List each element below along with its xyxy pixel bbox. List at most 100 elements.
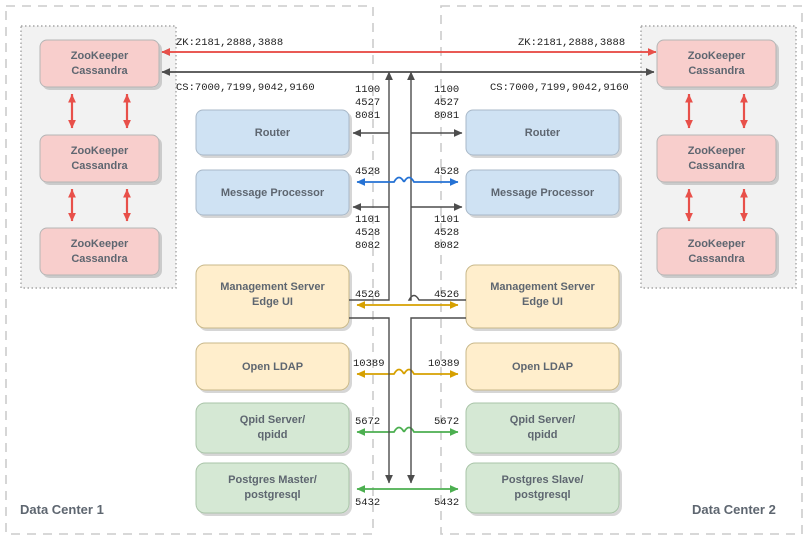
node-mp2-box bbox=[465, 169, 620, 216]
port-router-right-3: 8081 bbox=[434, 110, 459, 122]
node-zk1-1-label-2: Cassandra bbox=[71, 65, 128, 77]
node-qpid2[interactable]: Qpid Server/ qpidd bbox=[465, 402, 620, 454]
port-pg-left: 5432 bbox=[355, 497, 380, 509]
port-mp-br-2: 4528 bbox=[434, 227, 459, 239]
edges-zk-dc1-internal bbox=[68, 94, 131, 222]
port-mp-br-1: 1101 bbox=[434, 214, 459, 226]
port-label-cs-left: CS:7000,7199,9042,9160 bbox=[176, 82, 315, 94]
node-zk1-3-label-2: Cassandra bbox=[71, 253, 128, 265]
node-ldap2-label: Open LDAP bbox=[512, 361, 573, 373]
node-pg2-box bbox=[465, 462, 620, 514]
node-ms1-label-2: Edge UI bbox=[252, 296, 293, 308]
port-mp-bl-1: 1101 bbox=[355, 214, 380, 226]
port-labels-mp-bottom-left: 1101 4528 8082 bbox=[355, 214, 380, 252]
node-zk2-2-label-1: ZooKeeper bbox=[688, 145, 746, 157]
node-qpid1[interactable]: Qpid Server/ qpidd bbox=[195, 402, 350, 454]
node-zk2-1-label-2: Cassandra bbox=[688, 65, 745, 77]
node-ldap1[interactable]: Open LDAP bbox=[195, 342, 350, 391]
node-qpid1-label-2: qpidd bbox=[258, 429, 288, 441]
node-zk1-1[interactable]: ZooKeeper Cassandra bbox=[39, 39, 160, 88]
edges-qpid-5672 bbox=[356, 426, 459, 436]
edges-management-bus bbox=[349, 71, 466, 301]
port-labels-mp-bottom-right: 1101 4528 8082 bbox=[434, 214, 459, 252]
edges-zk-dc2-internal bbox=[685, 94, 748, 222]
node-pg1-label-1: Postgres Master/ bbox=[228, 474, 317, 486]
node-zk1-1-box bbox=[39, 39, 160, 88]
node-router2[interactable]: Router bbox=[465, 109, 620, 156]
node-zk2-3-label-1: ZooKeeper bbox=[688, 238, 746, 250]
edges-message-processor-4528 bbox=[356, 176, 459, 186]
node-ms2-box bbox=[465, 264, 620, 329]
port-router-left-2: 4527 bbox=[355, 97, 380, 109]
node-zk2-3-label-2: Cassandra bbox=[688, 253, 745, 265]
node-ms2-label-1: Management Server bbox=[490, 281, 595, 293]
node-qpid2-label-2: qpidd bbox=[528, 429, 558, 441]
node-ldap2[interactable]: Open LDAP bbox=[465, 342, 620, 391]
node-zk2-1-label-1: ZooKeeper bbox=[688, 50, 746, 62]
port-ms-right: 4526 bbox=[434, 289, 459, 301]
node-zk2-3[interactable]: ZooKeeper Cassandra bbox=[656, 227, 777, 276]
node-zk2-2-box bbox=[656, 134, 777, 183]
node-ldap2-box bbox=[465, 342, 620, 391]
node-zk2-1[interactable]: ZooKeeper Cassandra bbox=[656, 39, 777, 88]
node-qpid2-box bbox=[465, 402, 620, 454]
port-qpid-right: 5672 bbox=[434, 416, 459, 428]
node-router2-label: Router bbox=[525, 127, 561, 139]
node-router1-box bbox=[195, 109, 350, 156]
zone-data-center-2 bbox=[440, 5, 803, 535]
port-pg-right: 5432 bbox=[434, 497, 459, 509]
node-ms2-label-2: Edge UI bbox=[522, 296, 563, 308]
node-pg1[interactable]: Postgres Master/ postgresql bbox=[195, 462, 350, 514]
port-mp-bl-3: 8082 bbox=[355, 240, 380, 252]
port-ms-left: 4526 bbox=[355, 289, 380, 301]
node-zk2-2[interactable]: ZooKeeper Cassandra bbox=[656, 134, 777, 183]
node-zk2-1-box bbox=[656, 39, 777, 88]
edges-router-ports bbox=[352, 129, 463, 211]
port-label-zk-right: ZK:2181,2888,3888 bbox=[518, 37, 625, 49]
node-zk2-2-label-2: Cassandra bbox=[688, 160, 745, 172]
edges-ldap-10389 bbox=[356, 368, 459, 378]
node-zk1-2-box bbox=[39, 134, 160, 183]
port-label-cs-right: CS:7000,7199,9042,9160 bbox=[490, 82, 629, 94]
port-mp-top-left: 4528 bbox=[355, 166, 380, 178]
port-qpid-left: 5672 bbox=[355, 416, 380, 428]
node-ms1[interactable]: Management Server Edge UI bbox=[195, 264, 350, 329]
label-data-center-2: Data Center 2 bbox=[692, 502, 776, 517]
node-zk1-2-label-2: Cassandra bbox=[71, 160, 128, 172]
port-ldap-right: 10389 bbox=[428, 358, 460, 370]
port-ldap-left: 10389 bbox=[353, 358, 385, 370]
node-zk1-3-label-1: ZooKeeper bbox=[71, 238, 129, 250]
node-pg2[interactable]: Postgres Slave/ postgresql bbox=[465, 462, 620, 514]
port-labels-router-right: 1100 4527 8081 bbox=[434, 84, 459, 122]
node-mp2-label: Message Processor bbox=[491, 187, 595, 199]
port-router-left-3: 8081 bbox=[355, 110, 380, 122]
node-zk1-2[interactable]: ZooKeeper Cassandra bbox=[39, 134, 160, 183]
port-router-left-1: 1100 bbox=[355, 84, 380, 96]
node-ms1-label-1: Management Server bbox=[220, 281, 325, 293]
node-mp1[interactable]: Message Processor bbox=[195, 169, 350, 216]
node-pg2-label-2: postgresql bbox=[514, 489, 570, 501]
node-mp1-box bbox=[195, 169, 350, 216]
port-label-zk-left: ZK:2181,2888,3888 bbox=[176, 37, 283, 49]
node-ms2[interactable]: Management Server Edge UI bbox=[465, 264, 620, 329]
node-router1-label: Router bbox=[255, 127, 291, 139]
node-zk1-2-label-1: ZooKeeper bbox=[71, 145, 129, 157]
label-data-center-1: Data Center 1 bbox=[20, 502, 104, 517]
node-zk1-1-label-1: ZooKeeper bbox=[71, 50, 129, 62]
node-zk2-3-box bbox=[656, 227, 777, 276]
node-mp1-label: Message Processor bbox=[221, 187, 325, 199]
node-router2-box bbox=[465, 109, 620, 156]
node-qpid1-box bbox=[195, 402, 350, 454]
port-mp-br-3: 8082 bbox=[434, 240, 459, 252]
zone-data-center-1 bbox=[5, 5, 374, 535]
node-router1[interactable]: Router bbox=[195, 109, 350, 156]
port-router-right-2: 4527 bbox=[434, 97, 459, 109]
node-mp2[interactable]: Message Processor bbox=[465, 169, 620, 216]
node-zk1-3[interactable]: ZooKeeper Cassandra bbox=[39, 227, 160, 276]
port-router-right-1: 1100 bbox=[434, 84, 459, 96]
node-zk1-3-box bbox=[39, 227, 160, 276]
node-ldap1-label: Open LDAP bbox=[242, 361, 303, 373]
node-pg1-box bbox=[195, 462, 350, 514]
node-ms1-box bbox=[195, 264, 350, 329]
